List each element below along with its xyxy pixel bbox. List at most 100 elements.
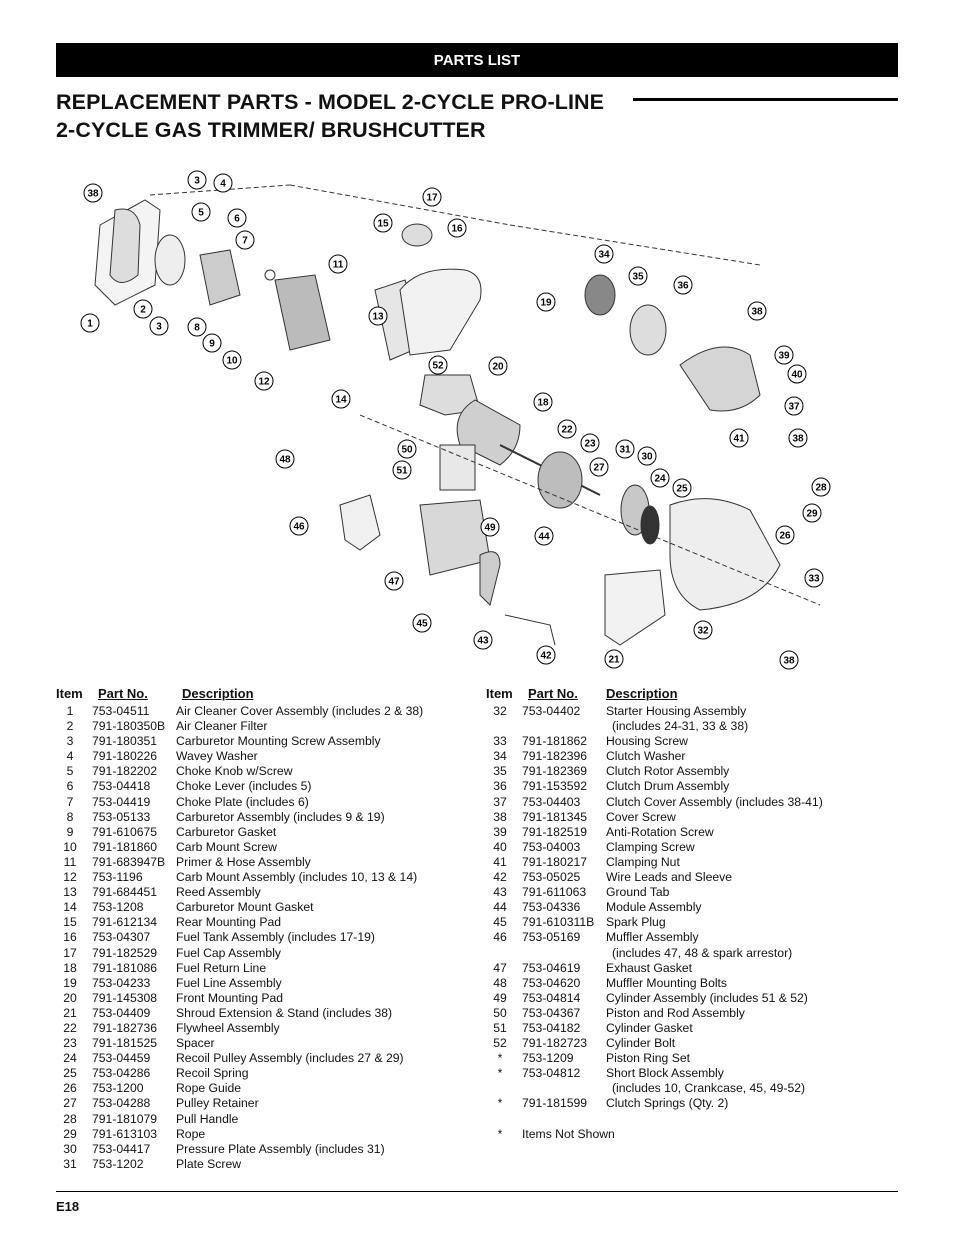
cell-desc: Pull Handle <box>176 1111 239 1126</box>
callout-52: 52 <box>428 355 448 375</box>
cell-item: 36 <box>493 779 507 794</box>
cell-desc: Ground Tab <box>606 885 670 900</box>
cell-item: 6 <box>66 779 74 794</box>
callout-38: 38 <box>83 183 103 203</box>
cell-desc: Rear Mounting Pad <box>176 915 282 930</box>
cell-part: 753-04459 <box>92 1051 151 1066</box>
cell-item: 2 <box>66 719 74 734</box>
cell-desc: Piston Ring Set <box>606 1051 691 1066</box>
cell-desc-continued: (includes 47, 48 & spark arrestor) <box>612 945 793 960</box>
svg-text:37: 37 <box>788 402 800 413</box>
callout-29: 29 <box>802 503 822 523</box>
cell-item: 46 <box>493 930 507 945</box>
cell-item: 15 <box>63 915 77 930</box>
cell-item: 5 <box>66 764 74 779</box>
svg-text:5: 5 <box>198 208 204 219</box>
cell-item: 11 <box>63 854 77 869</box>
cell-desc: Reed Assembly <box>176 885 261 900</box>
svg-text:18: 18 <box>537 398 549 409</box>
cell-item: 45 <box>493 915 507 930</box>
cell-part: 753-04182 <box>522 1020 581 1035</box>
svg-text:36: 36 <box>677 281 689 292</box>
callout-40: 40 <box>787 364 807 384</box>
cell-item: 44 <box>493 900 507 915</box>
diagram-lines <box>94 184 821 646</box>
svg-text:12: 12 <box>258 377 270 388</box>
cell-part: 791-610311B <box>522 915 595 930</box>
callout-50: 50 <box>397 439 417 459</box>
cell-desc: Clutch Rotor Assembly <box>606 764 730 779</box>
cell-part: 791-182529 <box>92 945 158 960</box>
cell-desc: Pressure Plate Assembly (includes 31) <box>176 1141 385 1156</box>
cell-part: 753-04619 <box>522 960 581 975</box>
cell-item: 24 <box>63 1051 77 1066</box>
cell-desc: Choke Lever (includes 5) <box>176 779 312 794</box>
callout-3: 3 <box>149 316 169 336</box>
cell-item: 29 <box>63 1126 77 1141</box>
svg-text:32: 32 <box>697 626 709 637</box>
cell-desc: Air Cleaner Filter <box>176 719 268 734</box>
cell-part: 791-181345 <box>522 809 588 824</box>
cell-part: 753-04419 <box>92 794 151 809</box>
cell-item: * <box>497 1051 503 1066</box>
svg-text:1: 1 <box>87 319 93 330</box>
callout-33: 33 <box>804 568 824 588</box>
cell-item: 38 <box>493 809 507 824</box>
callout-35: 35 <box>628 266 648 286</box>
cell-part: 753-05169 <box>522 930 581 945</box>
cell-part: 753-04003 <box>522 839 581 854</box>
svg-text:25: 25 <box>676 484 688 495</box>
callout-9: 9 <box>202 333 222 353</box>
col-item: Item <box>486 686 513 701</box>
cell-item: * <box>497 1096 503 1111</box>
cell-item: 19 <box>63 975 77 990</box>
callout-14: 14 <box>331 389 351 409</box>
svg-text:24: 24 <box>654 474 666 485</box>
table-header: Item Part No. Description <box>56 686 476 704</box>
cell-desc: Carburetor Mount Gasket <box>176 900 314 915</box>
callout-34: 34 <box>594 244 614 264</box>
svg-text:19: 19 <box>540 298 552 309</box>
svg-text:11: 11 <box>333 260 344 271</box>
col-desc: Description <box>606 686 678 701</box>
svg-text:49: 49 <box>484 523 496 534</box>
cell-desc: Fuel Return Line <box>176 960 267 975</box>
callout-25: 25 <box>672 478 692 498</box>
cell-part: 791-610675 <box>92 824 158 839</box>
cell-part: 753-04418 <box>92 779 151 794</box>
callout-6: 6 <box>227 208 247 228</box>
cell-item: 41 <box>493 854 507 869</box>
cell-desc: Spacer <box>176 1036 215 1051</box>
cell-item: 22 <box>63 1020 77 1035</box>
callout-1: 1 <box>80 313 100 333</box>
cell-item: 9 <box>66 824 74 839</box>
cell-part: 791-180226 <box>92 749 158 764</box>
cell-part: 753-04307 <box>92 930 151 945</box>
callout-12: 12 <box>254 371 274 391</box>
callout-38: 38 <box>788 428 808 448</box>
callout-19: 19 <box>536 292 556 312</box>
cell-item: 14 <box>63 900 77 915</box>
cell-part: 791-613103 <box>92 1126 158 1141</box>
cell-part: 791-182723 <box>522 1036 588 1051</box>
callout-23: 23 <box>580 433 600 453</box>
cell-item: 13 <box>63 885 77 900</box>
callout-41: 41 <box>729 428 749 448</box>
svg-text:3: 3 <box>194 176 200 187</box>
cell-item: 18 <box>63 960 77 975</box>
